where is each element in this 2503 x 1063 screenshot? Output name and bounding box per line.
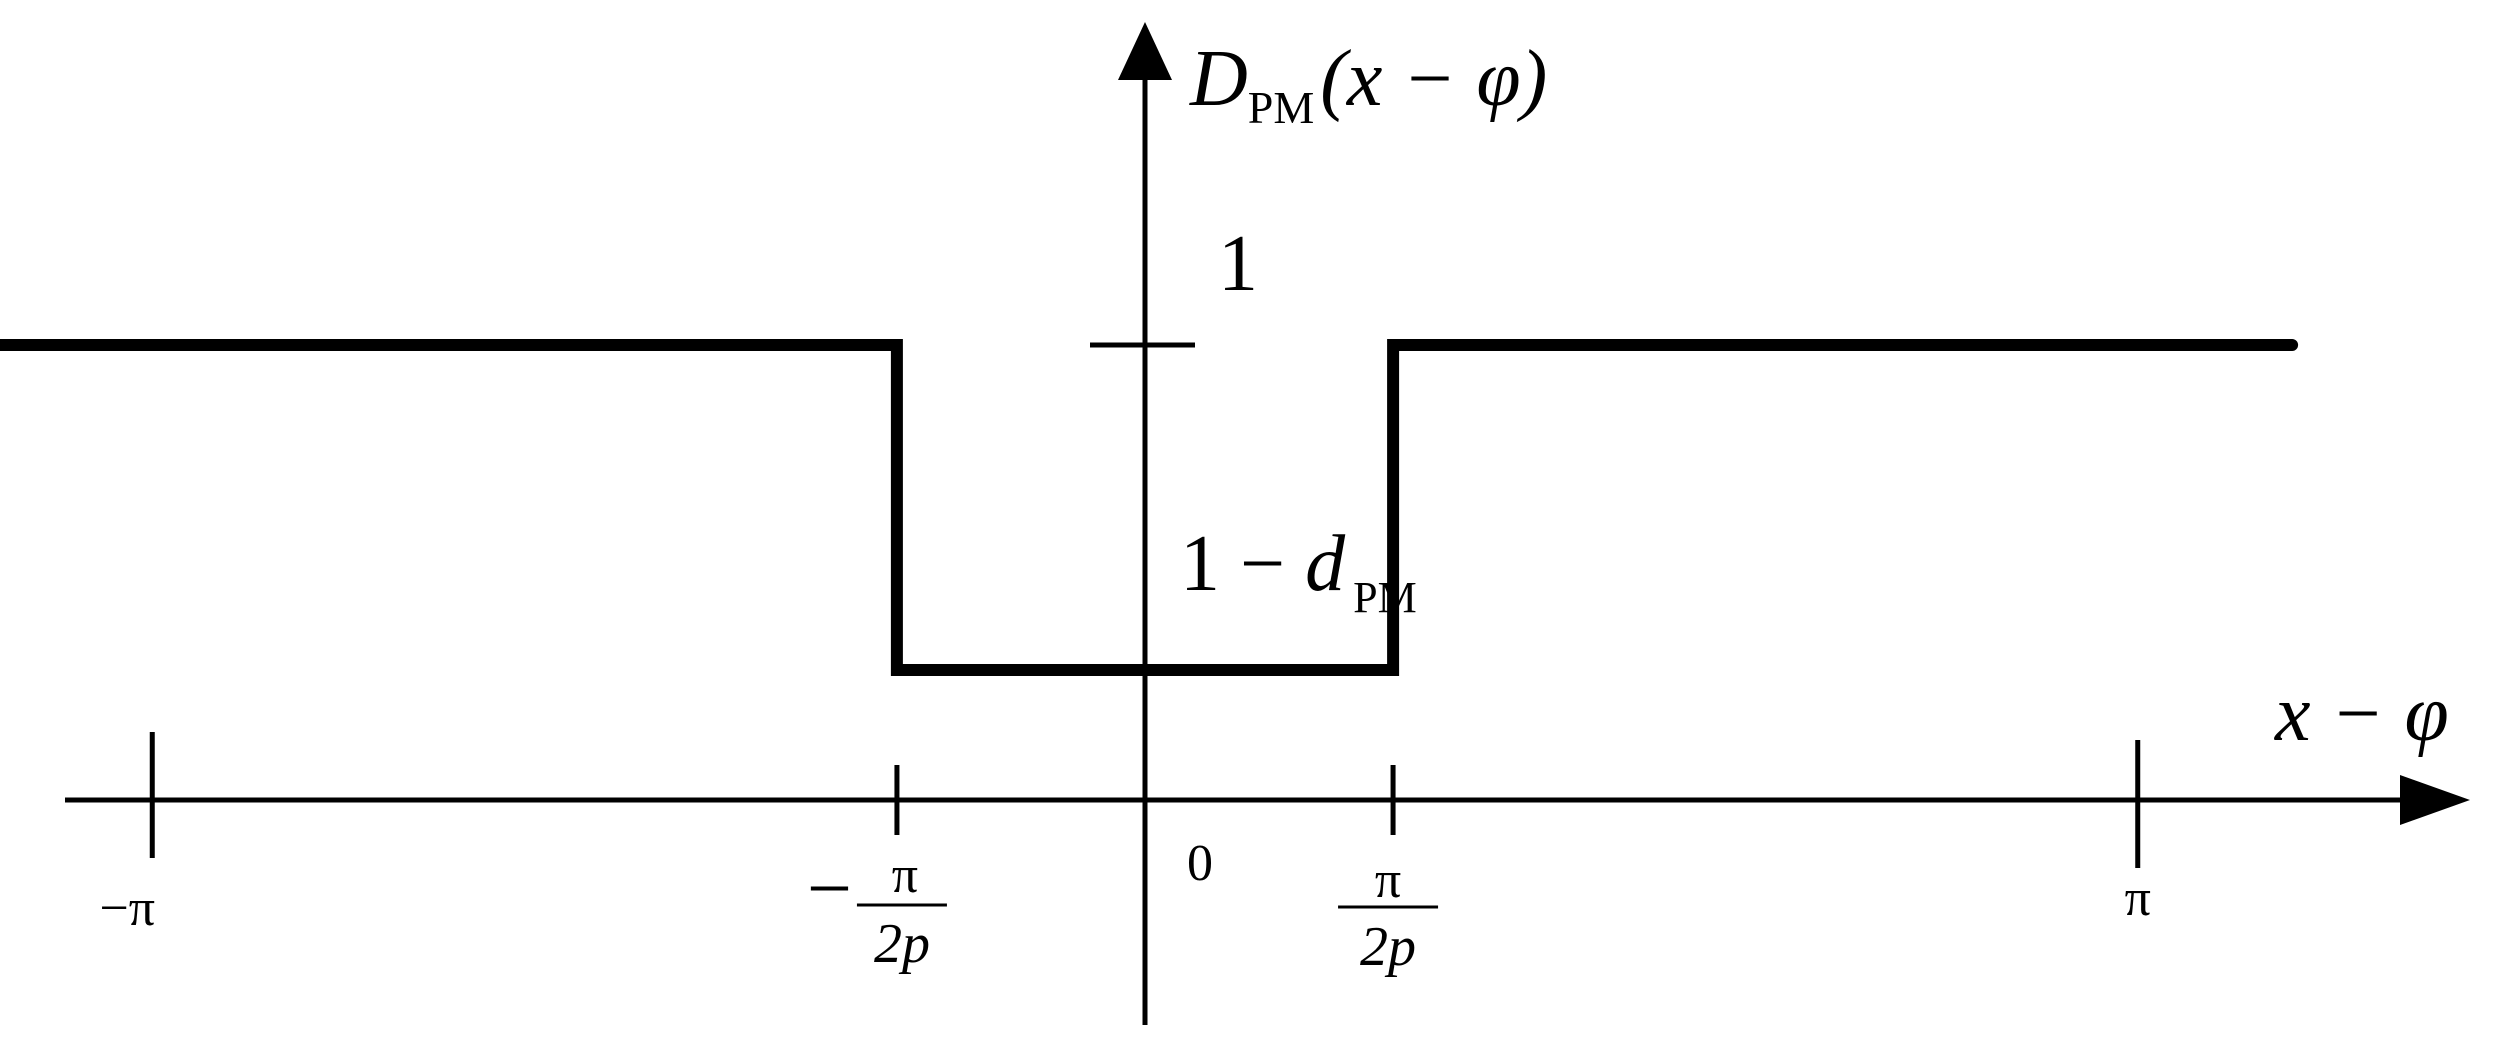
- neg-fraction-den: 2p: [874, 913, 930, 975]
- x-tick-label-neg-pi: −π: [99, 880, 155, 937]
- y-tick-lower-prefix: 1 −: [1180, 520, 1305, 608]
- y-axis-label: DPM(x − φ): [1189, 35, 1547, 133]
- x-tick-label-pos-pi-2p: π 2p: [1338, 852, 1439, 978]
- y-label-main: D: [1189, 35, 1248, 123]
- x-axis-arrow: [2400, 775, 2470, 825]
- series-step-line: [0, 339, 2299, 676]
- x-tick-label-neg-pi-2p: − π 2p: [807, 845, 947, 975]
- y-label-arg: (x − φ): [1320, 35, 1547, 123]
- y-tick-lower-var: d: [1305, 520, 1346, 608]
- y-tick-lower-sub: PM: [1353, 573, 1417, 622]
- y-tick-label-1: 1: [1218, 220, 1258, 308]
- x-tick-label-zero: 0: [1187, 835, 1213, 892]
- pos-fraction-num: π: [1375, 852, 1401, 909]
- y-axis-arrow: [1118, 22, 1172, 80]
- x-axis-label: x − φ: [2274, 670, 2449, 758]
- neg-fraction-minus: −: [807, 845, 852, 933]
- neg-fraction-num: π: [892, 847, 918, 904]
- x-tick-label-pos-pi: π: [2125, 870, 2151, 927]
- y-label-sub: PM: [1248, 82, 1314, 133]
- pos-fraction-den: 2p: [1360, 916, 1416, 978]
